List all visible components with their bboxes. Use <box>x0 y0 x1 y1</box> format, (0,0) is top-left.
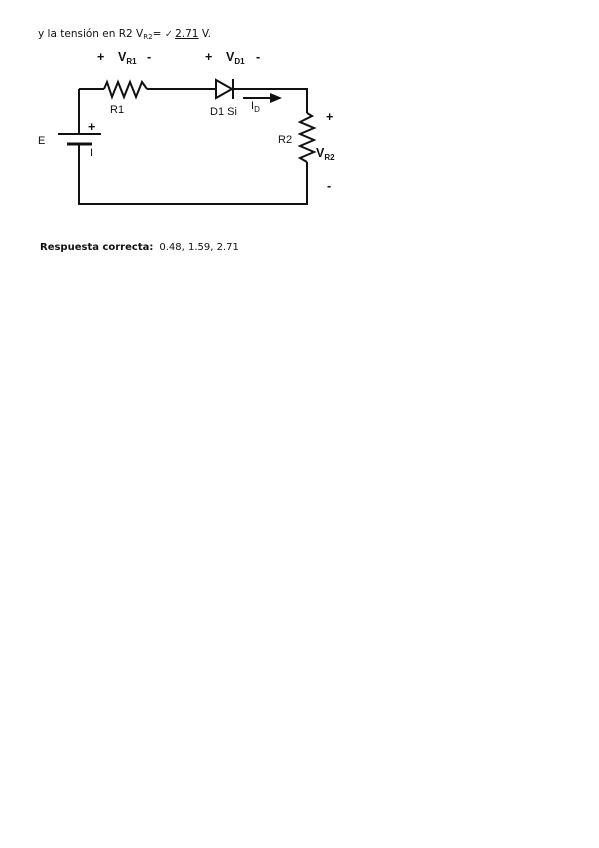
answer-unit: V. <box>201 28 212 40</box>
label-E: E <box>38 135 45 147</box>
answer-value: 2.71 <box>175 28 199 40</box>
correct-answer-values: 0.48, 1.59, 2.71 <box>159 242 239 253</box>
correct-answer: Respuesta correcta: 0.48, 1.59, 2.71 <box>40 242 239 253</box>
question-equals: = <box>152 28 162 40</box>
vr2-minus: - <box>327 179 331 193</box>
battery-minus: I <box>90 147 93 159</box>
vr1-minus: - <box>147 50 151 64</box>
label-ID: ID <box>251 100 260 114</box>
vd1-plus: + <box>205 50 212 64</box>
correct-answer-label: Respuesta correcta: <box>40 242 154 253</box>
checkmark-icon: ✓ <box>164 29 174 40</box>
wire-right-bottom <box>78 144 308 205</box>
resistor-r2 <box>297 112 317 163</box>
battery-plus: + <box>88 120 95 134</box>
question-subscript: R2 <box>143 33 153 41</box>
vr1-label: VR1 <box>118 50 137 66</box>
question-line: y la tensión en R2 VR2= ✓2.71 V. <box>38 28 211 41</box>
label-D1: D1 Si <box>210 106 237 118</box>
question-prefix: y la tensión en R2 V <box>38 28 144 40</box>
diode-d1 <box>215 78 235 100</box>
vd1-minus: - <box>256 50 260 64</box>
current-arrow-icon <box>243 93 282 103</box>
vr1-plus: + <box>97 50 104 64</box>
vd1-label: VD1 <box>226 50 245 66</box>
vr2-plus: + <box>326 110 333 124</box>
label-R1: R1 <box>110 104 124 116</box>
label-R2: R2 <box>278 134 292 146</box>
vr2-label: VR2 <box>316 146 335 162</box>
resistor-r1 <box>103 79 148 100</box>
wire-top-right <box>233 88 308 113</box>
